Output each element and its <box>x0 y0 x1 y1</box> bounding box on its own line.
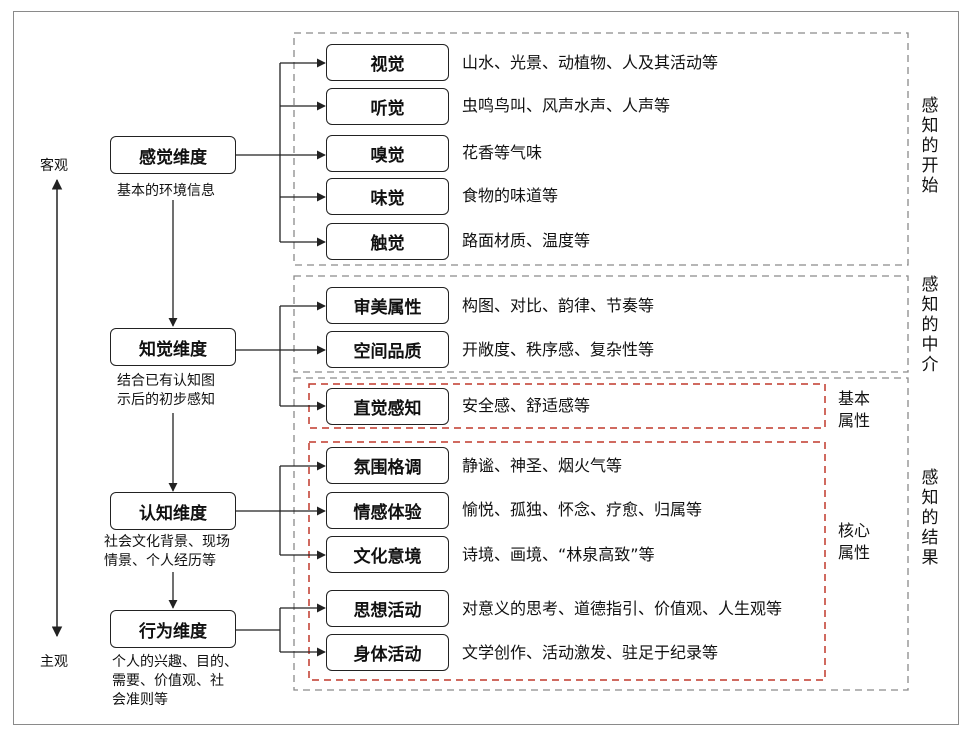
item-culture-desc: 诗境、画境、“林泉高致”等 <box>462 545 655 564</box>
item-touch: 触觉 <box>326 223 449 260</box>
item-spatial-quality-desc: 开敞度、秩序感、复杂性等 <box>462 340 655 359</box>
item-spatial-quality: 空间品质 <box>326 331 449 368</box>
branch-sensation <box>236 58 326 247</box>
item-aesthetic: 审美属性 <box>326 287 449 324</box>
item-aesthetic-desc: 构图、对比、韵律、节奏等 <box>462 296 655 315</box>
dimension-perception: 知觉维度 <box>110 328 236 366</box>
item-taste: 味觉 <box>326 178 449 215</box>
attribute-box-core <box>308 441 826 681</box>
item-emotion-desc: 愉悦、孤独、怀念、疗愈、归属等 <box>462 500 703 519</box>
item-body: 身体活动 <box>326 634 449 671</box>
item-intuition: 直觉感知 <box>326 388 449 425</box>
group-box-start <box>293 32 909 266</box>
group-box-medium <box>293 275 909 373</box>
item-hearing-desc: 虫鸣鸟叫、风声水声、人声等 <box>462 96 671 115</box>
branch-perception <box>236 301 326 411</box>
item-vision: 视觉 <box>326 44 449 81</box>
dimension-perception-note: 结合已有认知图 示后的初步感知 <box>117 373 215 408</box>
dimension-behavior-note: 个人的兴趣、目的、 需要、价值观、社 会准则等 <box>112 654 238 708</box>
item-culture: 文化意境 <box>326 536 449 573</box>
branch-behavior <box>236 603 326 657</box>
item-smell: 嗅觉 <box>326 135 449 172</box>
attribute-label-basic: 基本 属性 <box>838 389 871 430</box>
item-atmosphere: 氛围格调 <box>326 447 449 484</box>
item-body-desc: 文学创作、活动激发、驻足于纪录等 <box>462 643 719 662</box>
item-taste-desc: 食物的味道等 <box>462 186 559 205</box>
dimension-behavior: 行为维度 <box>110 610 236 648</box>
group-box-result <box>293 377 909 691</box>
item-thought: 思想活动 <box>326 590 449 627</box>
item-emotion: 情感体验 <box>326 492 449 529</box>
dimension-cognition: 认知维度 <box>110 492 236 530</box>
item-touch-desc: 路面材质、温度等 <box>462 231 591 250</box>
item-vision-desc: 山水、光景、动植物、人及其活动等 <box>462 53 719 72</box>
group-label-start: 感知的开始 <box>921 96 939 196</box>
item-atmosphere-desc: 静谧、神圣、烟火气等 <box>462 456 623 475</box>
branch-cognition <box>236 461 326 560</box>
dimension-sensation-note: 基本的环境信息 <box>117 183 215 199</box>
group-label-medium: 感知的中介 <box>921 275 939 375</box>
axis-label-objective: 客观 <box>40 158 68 174</box>
figure-frame <box>13 11 959 725</box>
item-hearing: 听觉 <box>326 88 449 125</box>
attribute-label-core: 核心 属性 <box>838 521 871 562</box>
item-intuition-desc: 安全感、舒适感等 <box>462 396 591 415</box>
group-label-result: 感知的结果 <box>921 468 939 568</box>
item-smell-desc: 花香等气味 <box>462 143 543 162</box>
axis-label-subjective: 主观 <box>40 654 68 670</box>
dimension-sensation: 感觉维度 <box>110 136 236 174</box>
item-thought-desc: 对意义的思考、道德指引、价值观、人生观等 <box>462 599 783 618</box>
dimension-cognition-note: 社会文化背景、现场 情景、个人经历等 <box>104 534 230 569</box>
